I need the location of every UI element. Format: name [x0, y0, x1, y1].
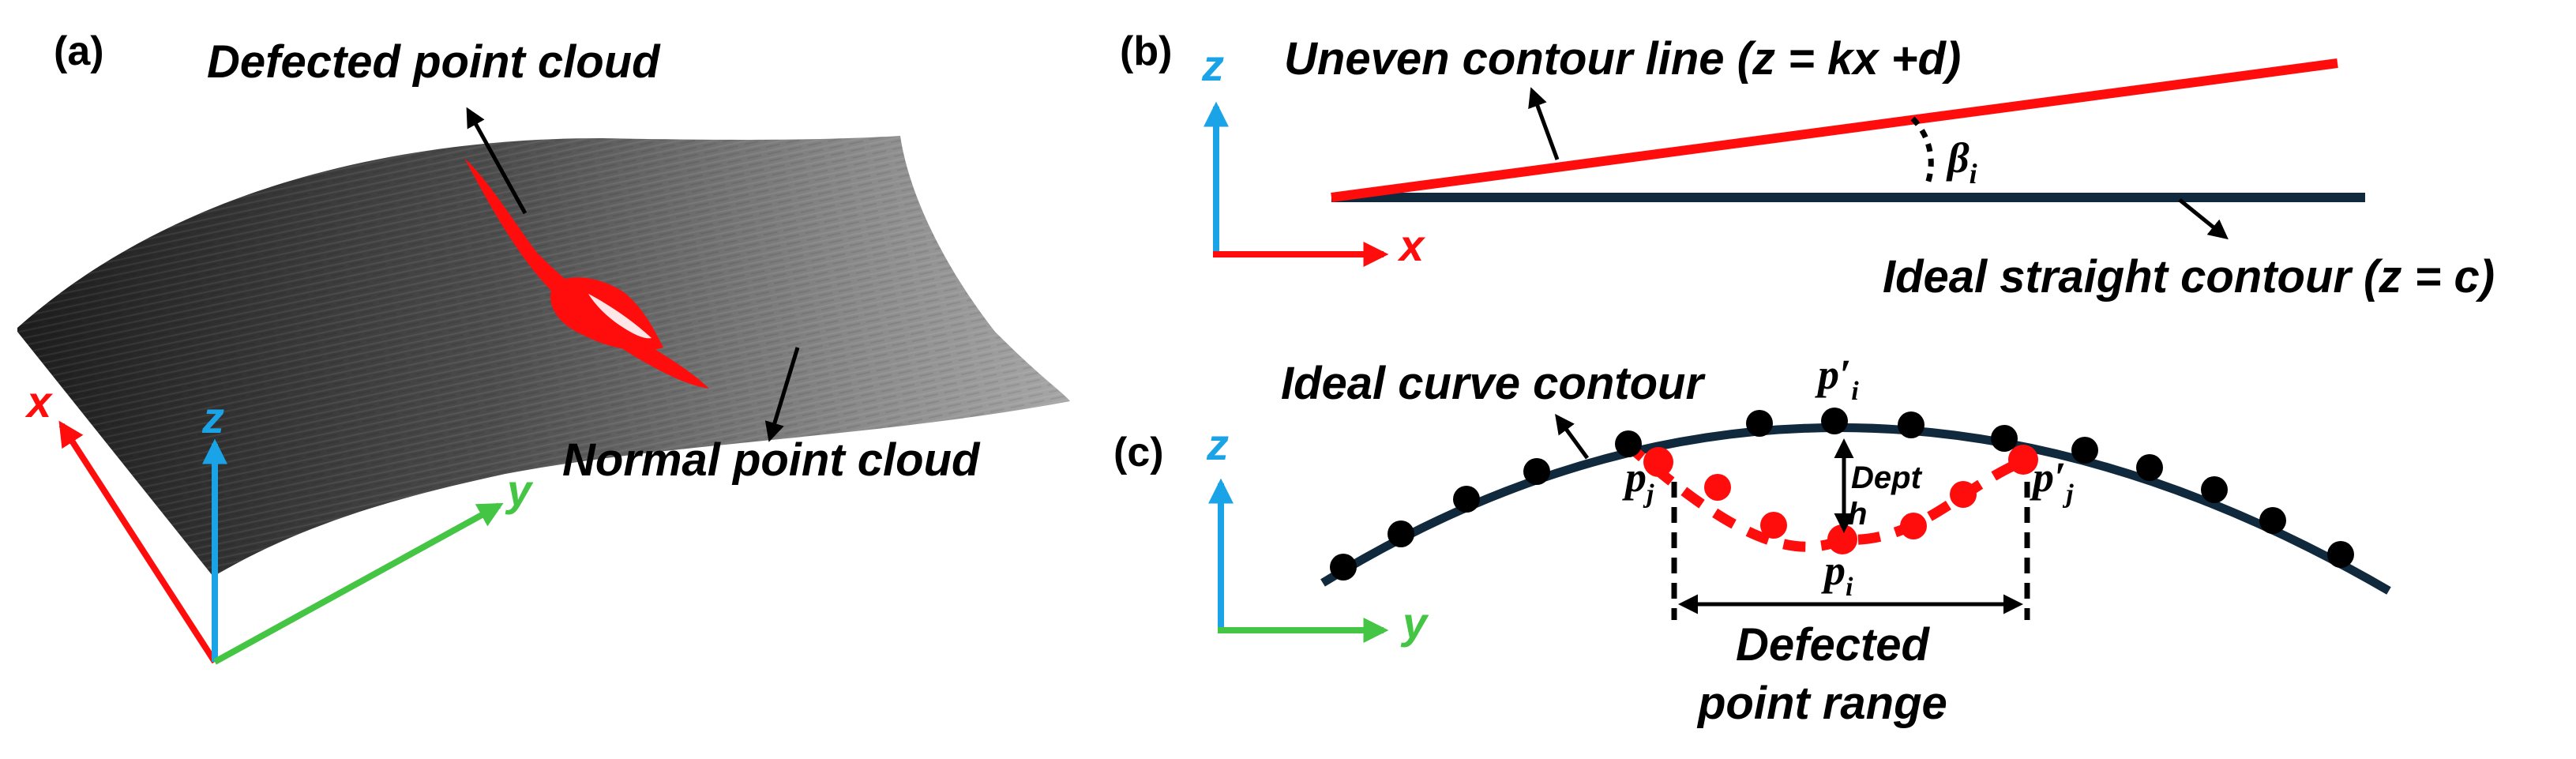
p-i-label: pi: [1821, 547, 1853, 602]
p-i-prime-label: p′i: [1815, 351, 1859, 406]
ideal-points: [1330, 408, 2354, 581]
ideal-straight-contour-label: Ideal straight contour (z = c): [1883, 251, 2495, 302]
p-j-prime-label: p′j: [2030, 453, 2074, 509]
normal-point-cloud-label: Normal point cloud: [562, 434, 981, 486]
ideal-point: [2071, 437, 2098, 464]
defect-region: [464, 158, 709, 389]
axes-b: z x: [1201, 40, 1426, 270]
ideal-point: [1821, 408, 1848, 434]
normal-arrow: [764, 347, 800, 442]
defected-point-cloud-label: Defected point cloud: [207, 36, 661, 88]
ideal-point: [1523, 458, 1550, 485]
beta-angle-label: βi: [1946, 134, 1977, 190]
depth-label-1: Dept: [1851, 460, 1923, 495]
defected-point: [1704, 474, 1731, 501]
panel-a: (a) Defected point cloud Normal point cl…: [17, 28, 1070, 665]
ideal-curve-arrow: [1555, 413, 1590, 460]
panel-b-tag: (b): [1120, 28, 1172, 74]
ideal-point: [1746, 410, 1773, 437]
panel-a-tag: (a): [54, 28, 104, 74]
defected-point: [1760, 512, 1787, 539]
axis-z-label-a: z: [201, 393, 224, 442]
uneven-contour-label: Uneven contour line (z = kx +d): [1284, 33, 1961, 85]
axes-c: z y: [1206, 419, 1429, 648]
defected-range-label-1: Defected: [1736, 619, 1931, 671]
defected-range-label-2: point range: [1696, 678, 1947, 729]
ideal-point: [2201, 476, 2228, 503]
panel-b: (b) z x βi Uneven contour line (z = kx +…: [1120, 28, 2495, 302]
panel-c-tag: (c): [1113, 430, 1164, 475]
defected-arrow: [466, 107, 528, 215]
axis-x-label-b: x: [1397, 220, 1426, 270]
ideal-point: [2327, 541, 2354, 568]
ideal-point: [2259, 507, 2286, 534]
defected-points: [1643, 445, 2038, 554]
defected-point: [1900, 513, 1927, 539]
panel-c: (c) z y: [1113, 351, 2391, 729]
depth-label-2: h: [1848, 497, 1867, 532]
ideal-point: [1615, 430, 1642, 457]
ideal-straight-arrow: [2178, 198, 2229, 240]
ideal-point: [1330, 554, 1357, 581]
ideal-point: [1388, 520, 1414, 547]
axis-z-label-b: z: [1201, 40, 1224, 90]
defected-point: [1643, 447, 1673, 477]
axis-x-label-a: x: [24, 377, 54, 426]
defected-point: [1950, 481, 1977, 508]
ideal-point: [2136, 454, 2163, 481]
axis-y-label-c: y: [1400, 598, 1429, 648]
ideal-point: [1898, 411, 1924, 438]
angle-arc: [1910, 116, 1934, 187]
ideal-point: [1991, 425, 2018, 452]
axis-y-label-a: y: [505, 465, 534, 515]
ideal-point: [1453, 486, 1480, 513]
axes-a: x z y: [24, 377, 534, 665]
p-j-label: pj: [1622, 453, 1654, 509]
uneven-arrow: [1528, 87, 1560, 160]
ideal-curve-contour-label: Ideal curve contour: [1281, 358, 1706, 409]
axis-z-label-c: z: [1206, 419, 1229, 469]
uneven-contour-line: [1331, 58, 2338, 202]
defected-point: [2008, 445, 2038, 475]
